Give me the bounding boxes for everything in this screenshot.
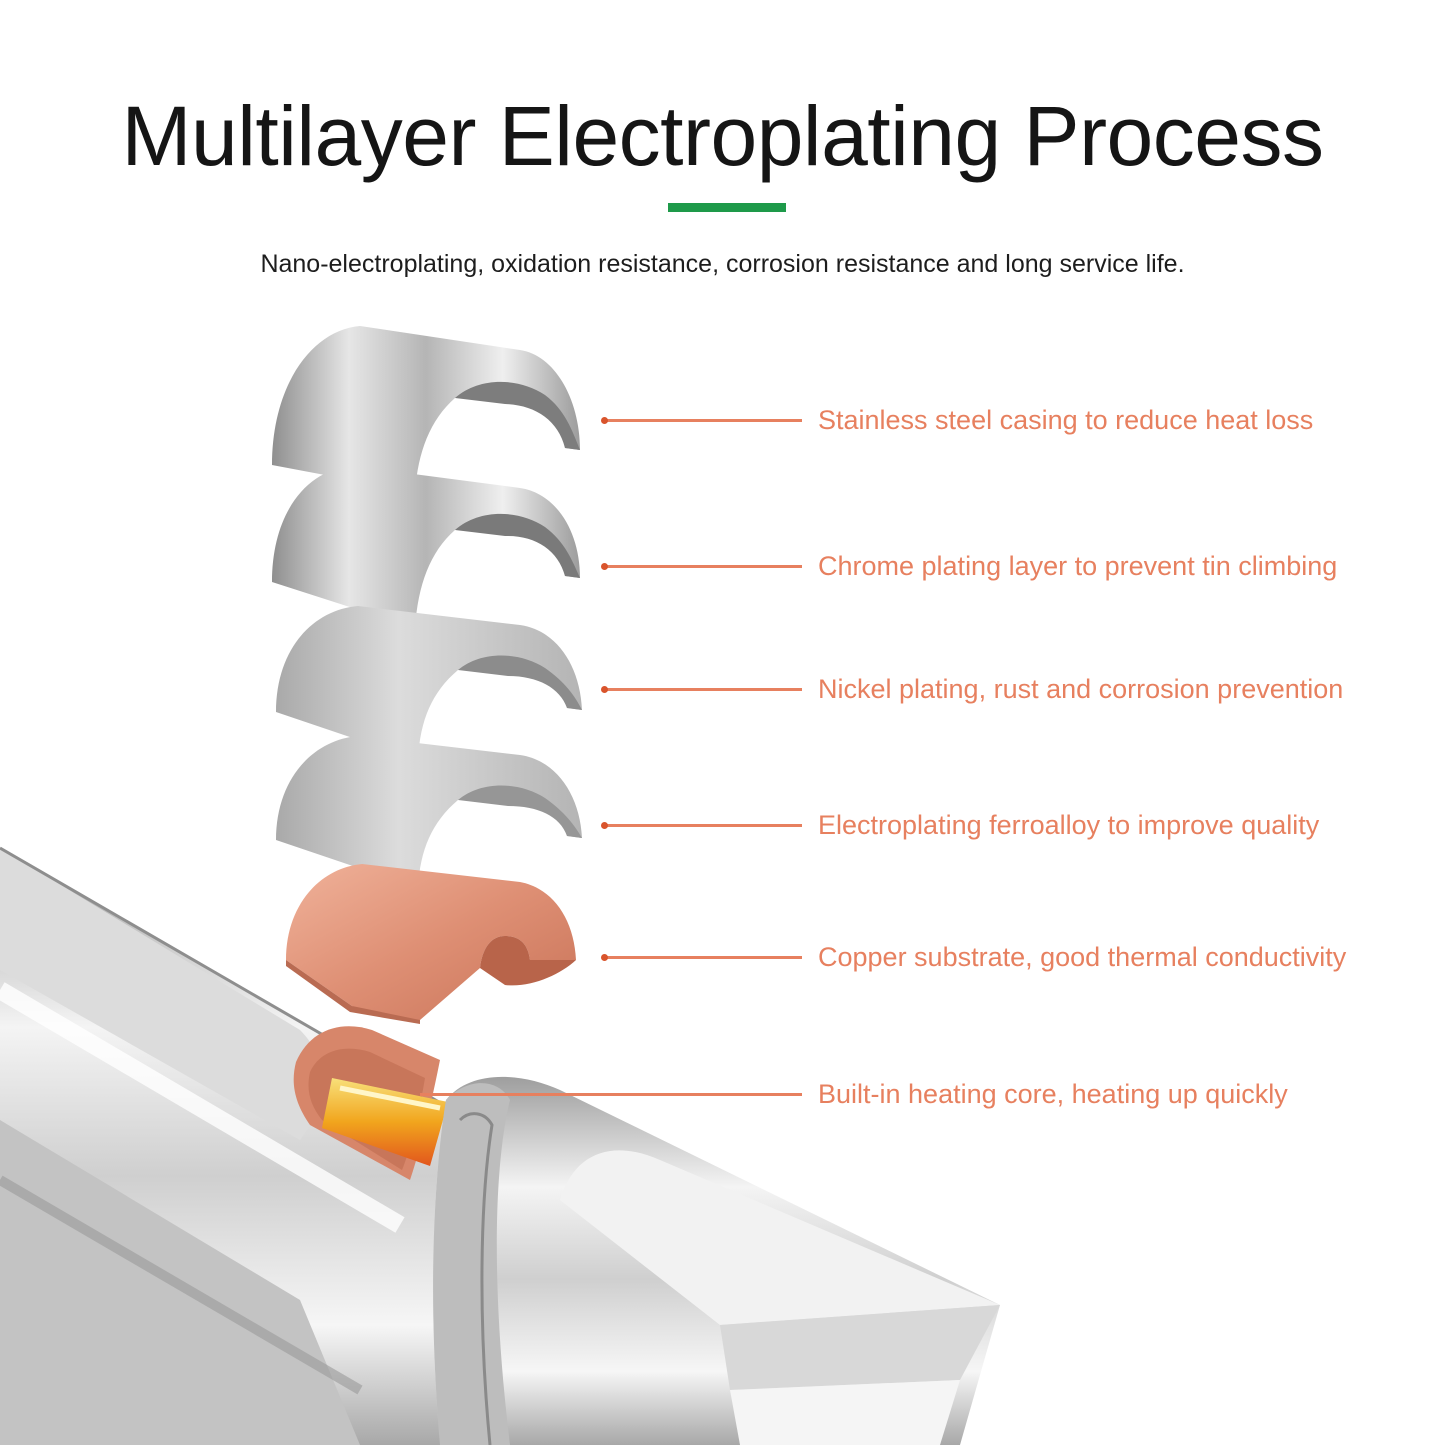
layer-copper-substrate bbox=[286, 864, 576, 1024]
leader-line-chrome bbox=[601, 563, 802, 570]
leader-dot bbox=[601, 822, 608, 829]
title-underline bbox=[668, 203, 786, 212]
layer-nickel-shell bbox=[276, 606, 582, 760]
layer-stainless-steel-shell bbox=[272, 326, 580, 492]
page-subtitle: Nano-electroplating, oxidation resistanc… bbox=[260, 250, 1185, 278]
leader-dot bbox=[601, 954, 608, 961]
leader-dot bbox=[601, 417, 608, 424]
leader-line-stainless bbox=[601, 417, 802, 424]
layer-label-ferroalloy: Electroplating ferroalloy to improve qua… bbox=[818, 810, 1320, 840]
leader-dot bbox=[601, 563, 608, 570]
layer-label-nickel: Nickel plating, rust and corrosion preve… bbox=[818, 674, 1344, 704]
leader-line-ferroalloy bbox=[601, 822, 802, 829]
layer-label-copper: Copper substrate, good thermal conductiv… bbox=[818, 942, 1347, 972]
layer-label-chrome: Chrome plating layer to prevent tin clim… bbox=[818, 551, 1338, 581]
layer-label-stainless-steel: Stainless steel casing to reduce heat lo… bbox=[818, 405, 1314, 435]
tip-blade bbox=[560, 1150, 1000, 1445]
layer-chrome-shell bbox=[272, 466, 580, 628]
leader-line-copper bbox=[601, 954, 802, 961]
soldering-tip-shaft bbox=[0, 846, 471, 1445]
leader-line-heating-core bbox=[420, 1093, 802, 1096]
page-title: Multilayer Electroplating Process bbox=[121, 89, 1325, 183]
layer-ferroalloy-shell bbox=[276, 736, 582, 888]
heating-core bbox=[322, 1078, 448, 1166]
leader-dot bbox=[601, 686, 608, 693]
layer-label-heating-core: Built-in heating core, heating up quickl… bbox=[818, 1079, 1288, 1109]
leader-line-nickel bbox=[601, 686, 802, 693]
